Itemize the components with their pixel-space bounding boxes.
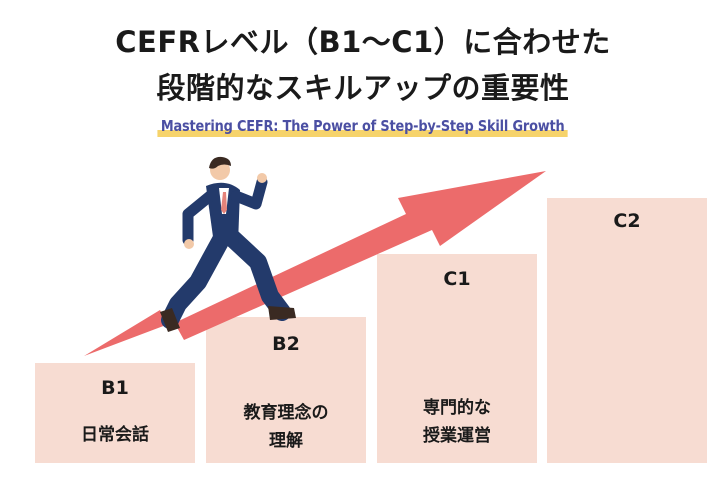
step-c2-code: C2 <box>613 210 641 232</box>
step-b2-code: B2 <box>272 333 300 355</box>
step-c2: C2 <box>547 198 707 463</box>
running-businessman-illustration <box>160 156 296 332</box>
subtitle: Mastering CEFR: The Power of Step-by-Ste… <box>157 117 569 137</box>
title-line-1: CEFRレベル（B1〜C1）に合わせた <box>115 25 611 59</box>
title-line-2: 段階的なスキルアップの重要性 <box>156 71 570 105</box>
step-b1-code: B1 <box>101 377 129 399</box>
step-b1-desc-line1: 日常会話 <box>81 425 149 445</box>
step-c1-desc: 専門的な 授業運営 <box>377 394 537 450</box>
growth-arrow-icon <box>84 171 546 356</box>
step-b1-desc: 日常会話 <box>35 421 195 449</box>
step-b1: B1 日常会話 <box>35 363 195 463</box>
subtitle-container: Mastering CEFR: The Power of Step-by-Ste… <box>0 116 726 137</box>
step-c1-code: C1 <box>443 268 471 290</box>
step-b2-desc-line1: 教育理念の <box>243 403 329 423</box>
step-c1-desc-line1: 専門的な <box>423 398 491 418</box>
step-b2-desc-line2: 理解 <box>269 431 303 451</box>
step-b2: B2 教育理念の 理解 <box>206 317 366 463</box>
step-c1-desc-line2: 授業運営 <box>423 426 491 446</box>
step-c1: C1 専門的な 授業運営 <box>377 254 537 463</box>
step-b2-desc: 教育理念の 理解 <box>206 399 366 455</box>
